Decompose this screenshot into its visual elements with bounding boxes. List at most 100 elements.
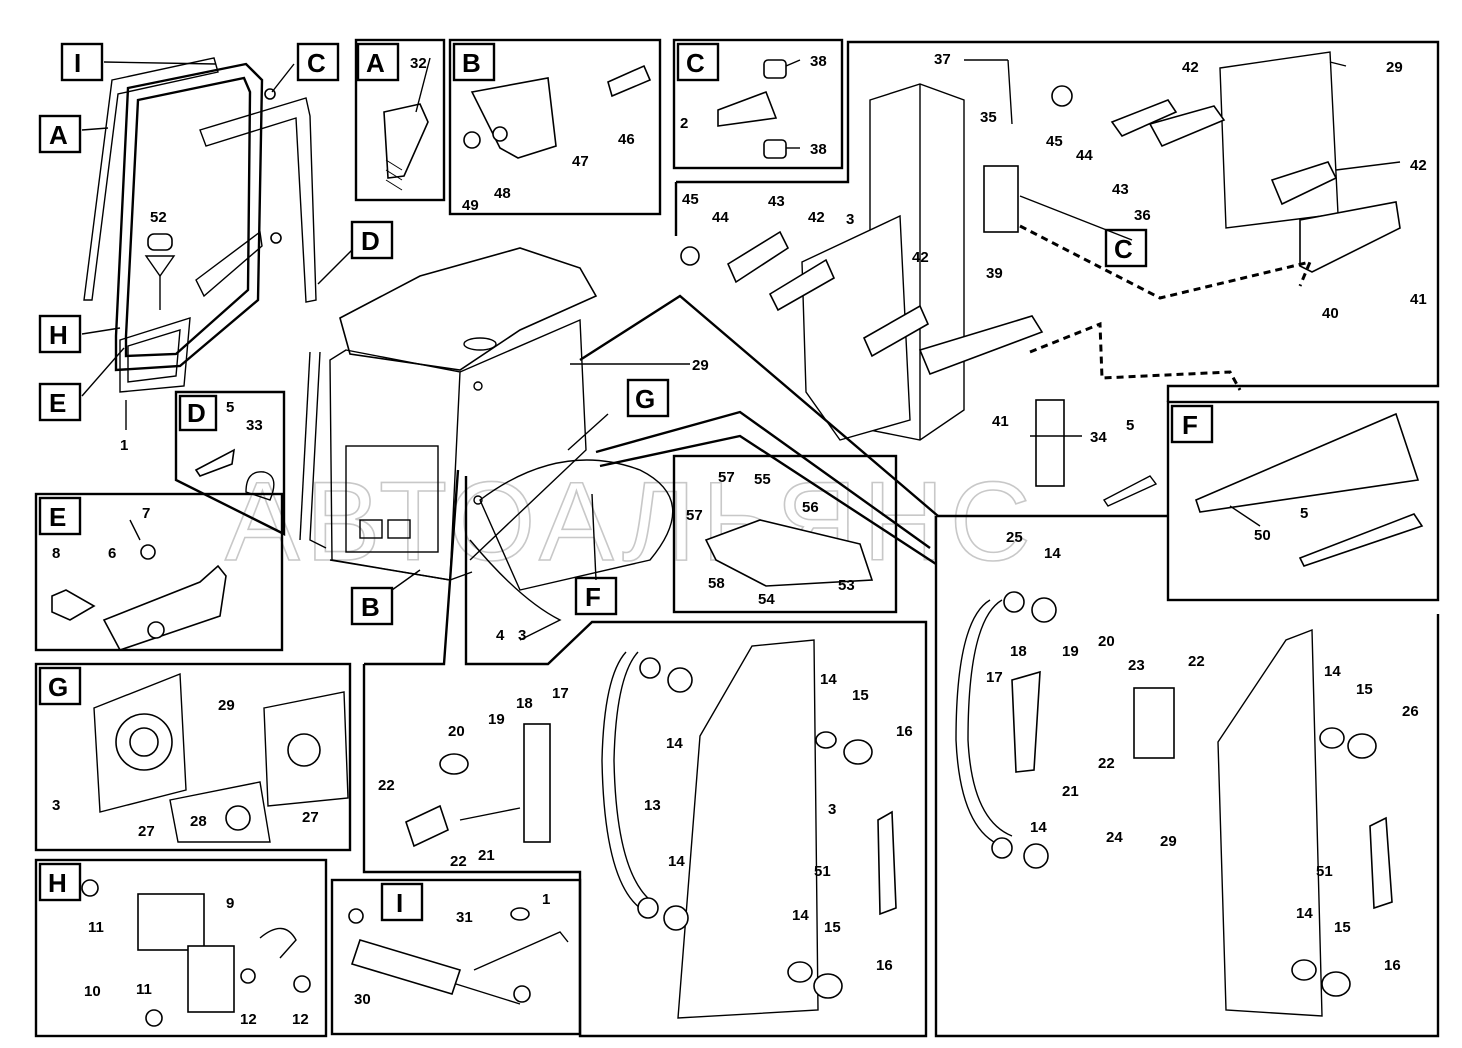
part-number-l29c: 29 bbox=[218, 697, 235, 714]
part-number-l57b: 57 bbox=[686, 507, 703, 524]
part-number-l54: 54 bbox=[758, 591, 775, 608]
panel-label-b: B bbox=[452, 42, 496, 82]
part-number-l3c: 3 bbox=[52, 797, 60, 814]
pillar-and-window bbox=[680, 51, 1401, 507]
svg-text:F: F bbox=[1182, 410, 1198, 440]
part-number-l18a: 18 bbox=[516, 695, 533, 712]
part-number-l19a: 19 bbox=[488, 711, 505, 728]
svg-text:F: F bbox=[585, 582, 601, 612]
svg-text:C: C bbox=[307, 48, 326, 78]
svg-text:C: C bbox=[1114, 234, 1133, 264]
panel-b-box bbox=[448, 38, 662, 216]
part-number-l30: 30 bbox=[354, 991, 371, 1008]
part-number-l14d: 14 bbox=[792, 907, 809, 924]
panel-d-box bbox=[174, 390, 286, 536]
callout-c-right: C bbox=[1104, 228, 1148, 268]
part-number-l13: 13 bbox=[644, 797, 661, 814]
part-number-l6: 6 bbox=[108, 545, 116, 562]
part-number-l9: 9 bbox=[226, 895, 234, 912]
panel-label-e: E bbox=[38, 496, 82, 536]
part-number-l44a: 44 bbox=[1076, 147, 1093, 164]
detail-h-parts bbox=[81, 879, 311, 1027]
cab-body bbox=[299, 247, 674, 641]
part-number-l12a: 12 bbox=[240, 1011, 257, 1028]
part-number-l33: 33 bbox=[246, 417, 263, 434]
panel-a-box bbox=[354, 38, 446, 202]
part-number-l10: 10 bbox=[84, 983, 101, 1000]
part-number-l50: 50 bbox=[1254, 527, 1271, 544]
part-number-l42b: 42 bbox=[1410, 157, 1427, 174]
part-number-l3d: 3 bbox=[828, 801, 836, 818]
part-number-l22c: 22 bbox=[1188, 653, 1205, 670]
panel-label-f: F bbox=[1170, 404, 1214, 444]
part-number-l16b: 16 bbox=[876, 957, 893, 974]
svg-text:G: G bbox=[48, 672, 68, 702]
part-number-l27b: 27 bbox=[302, 809, 319, 826]
callout-g: G bbox=[626, 378, 670, 418]
svg-text:H: H bbox=[48, 868, 67, 898]
part-number-l20a: 20 bbox=[448, 723, 465, 740]
callout-c-top: C bbox=[296, 42, 340, 82]
svg-text:A: A bbox=[49, 120, 68, 150]
part-number-l15d: 15 bbox=[1334, 919, 1351, 936]
part-number-l1b: 1 bbox=[542, 891, 550, 908]
part-number-l24: 24 bbox=[1106, 829, 1123, 846]
part-number-l51b: 51 bbox=[1316, 863, 1333, 880]
panel-top-right-box bbox=[676, 40, 1440, 402]
part-number-l51a: 51 bbox=[814, 863, 831, 880]
part-number-l22a: 22 bbox=[378, 777, 395, 794]
part-number-l22d: 22 bbox=[1098, 755, 1115, 772]
part-number-l58: 58 bbox=[708, 575, 725, 592]
door-glass-right bbox=[955, 591, 1393, 1017]
svg-text:C: C bbox=[686, 48, 705, 78]
part-number-l47: 47 bbox=[572, 153, 589, 170]
panel-h-box bbox=[34, 858, 328, 1038]
panel-f-box bbox=[1166, 400, 1440, 602]
part-number-l36: 36 bbox=[1134, 207, 1151, 224]
part-number-l28: 28 bbox=[190, 813, 207, 830]
part-number-l14h: 14 bbox=[1296, 905, 1313, 922]
part-number-l3a: 3 bbox=[846, 211, 854, 228]
part-number-l35: 35 bbox=[980, 109, 997, 126]
part-number-l18b: 18 bbox=[1010, 643, 1027, 660]
part-number-l17a: 17 bbox=[552, 685, 569, 702]
svg-text:B: B bbox=[462, 48, 481, 78]
part-number-l29a: 29 bbox=[1386, 59, 1403, 76]
detail-e-parts bbox=[51, 544, 227, 651]
part-number-l19b: 19 bbox=[1062, 643, 1079, 660]
part-number-l49: 49 bbox=[462, 197, 479, 214]
part-number-l29b: 29 bbox=[692, 357, 709, 374]
part-number-l11a: 11 bbox=[88, 919, 104, 936]
watermark: АВТОАЛЬЯНС bbox=[225, 459, 1037, 584]
part-number-l23: 23 bbox=[1128, 657, 1145, 674]
callout-f: F bbox=[574, 576, 618, 616]
panel-center-box bbox=[672, 454, 898, 614]
part-number-l21b: 21 bbox=[1062, 783, 1079, 800]
callout-i: I bbox=[60, 42, 104, 82]
part-number-l14f: 14 bbox=[1324, 663, 1341, 680]
letter-badges: I C A H E D B G F C A B C D E F G H I bbox=[38, 42, 1214, 922]
part-number-l12b: 12 bbox=[292, 1011, 309, 1028]
detail-g-parts bbox=[93, 672, 349, 843]
svg-text:H: H bbox=[49, 320, 68, 350]
panel-e-box bbox=[34, 492, 284, 652]
part-number-l14g: 14 bbox=[1030, 819, 1047, 836]
door-frame-assembly bbox=[83, 57, 317, 430]
part-number-l15b: 15 bbox=[824, 919, 841, 936]
part-number-l8: 8 bbox=[52, 545, 60, 562]
part-number-l48: 48 bbox=[494, 185, 511, 202]
part-number-l14b: 14 bbox=[820, 671, 837, 688]
part-number-l20b: 20 bbox=[1098, 633, 1115, 650]
part-number-l14a: 14 bbox=[666, 735, 683, 752]
panel-borders bbox=[34, 38, 1440, 1038]
part-number-l45b: 45 bbox=[682, 191, 699, 208]
leader-lines bbox=[81, 57, 1401, 591]
part-number-l27a: 27 bbox=[138, 823, 155, 840]
panel-c-box bbox=[672, 38, 844, 170]
part-number-l46: 46 bbox=[618, 131, 635, 148]
panel-left-lock-box bbox=[362, 469, 928, 1038]
part-number-l56: 56 bbox=[802, 499, 819, 516]
part-number-l37: 37 bbox=[934, 51, 951, 68]
